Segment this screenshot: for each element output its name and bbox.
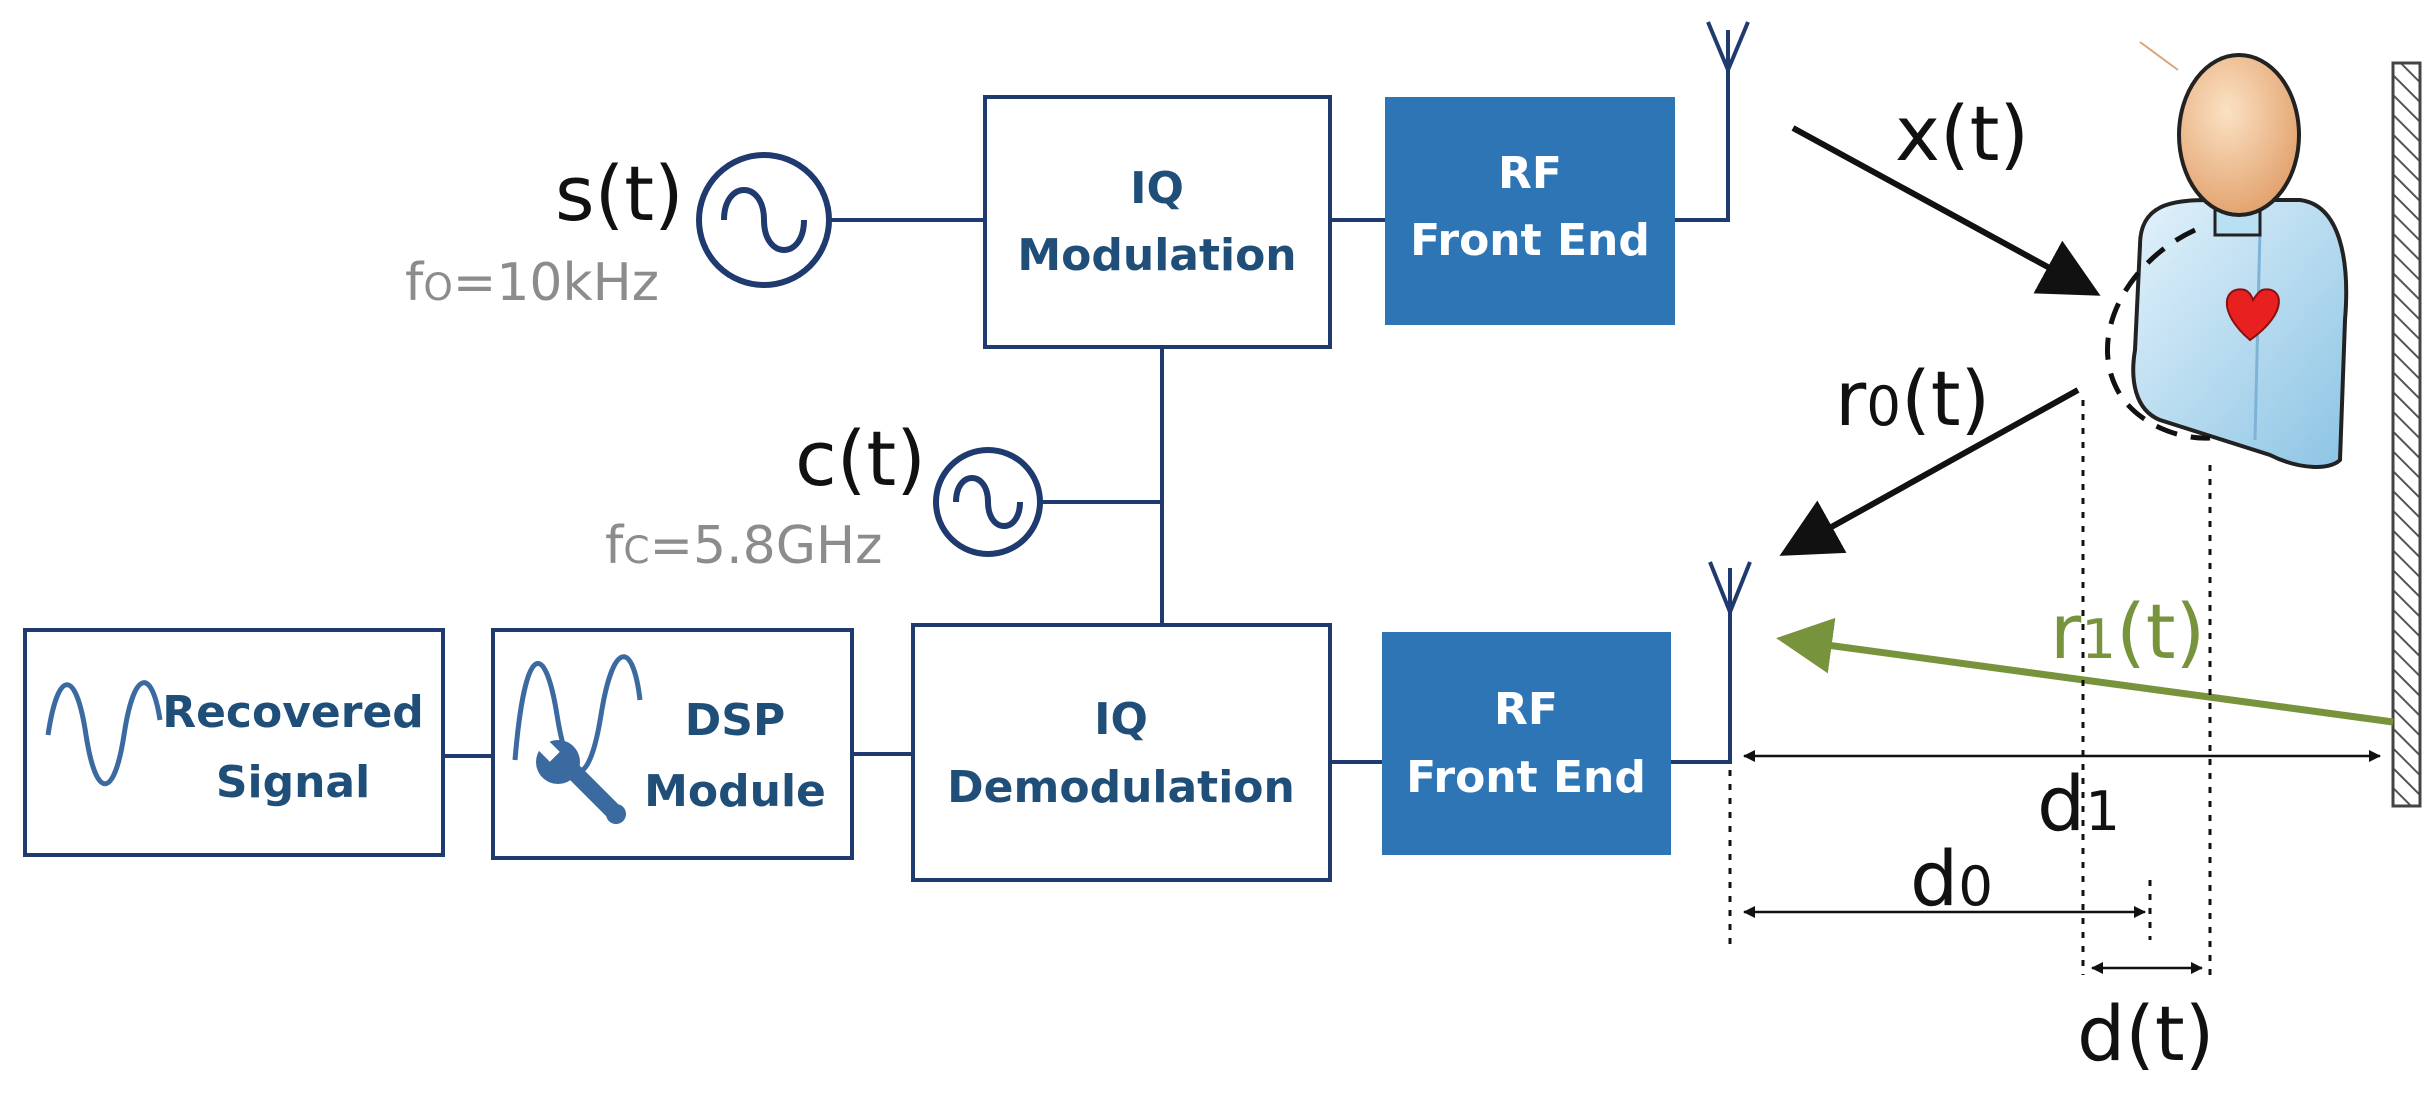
d0-label: d0 bbox=[1910, 834, 1993, 923]
dt-label: d(t) bbox=[2077, 989, 2214, 1078]
recovered-label-1: Recovered bbox=[162, 687, 424, 738]
s-frequency-label: fO=10kHz bbox=[405, 253, 659, 313]
distance-guides bbox=[1728, 400, 2212, 975]
oscillator-c-icon bbox=[933, 447, 1043, 557]
line-rf-to-rx-antenna bbox=[1671, 600, 1732, 764]
antenna-tx-icon bbox=[1706, 21, 1750, 71]
recovered-wave-icon bbox=[45, 680, 163, 786]
person-icon bbox=[2104, 41, 2349, 469]
chest-motion-contour bbox=[2104, 227, 2211, 441]
r1-signal-label: r1(t) bbox=[2050, 587, 2205, 676]
c-frequency-label: fC=5.8GHz bbox=[605, 516, 882, 576]
wall bbox=[2391, 61, 2422, 808]
rf-front-end-rx-block: RF Front End bbox=[1382, 632, 1671, 855]
iq-demod-label-2: Demodulation bbox=[947, 762, 1295, 813]
line-rf-to-tx-antenna bbox=[1675, 70, 1730, 222]
dsp-label-1: DSP bbox=[685, 695, 785, 746]
connection-lines bbox=[443, 70, 1732, 764]
dsp-module-block: DSP Module bbox=[491, 628, 854, 860]
r0-arrow bbox=[1779, 387, 2080, 556]
s-signal-label: s(t) bbox=[555, 149, 684, 238]
distance-arrows bbox=[1743, 750, 2381, 974]
rf-front-end-tx-block: RF Front End bbox=[1385, 97, 1675, 325]
rf-rx-label-2: Front End bbox=[1406, 752, 1646, 803]
r0-signal-label: r0(t) bbox=[1835, 354, 1990, 443]
x-arrow bbox=[1791, 125, 2101, 296]
antenna-rx-icon bbox=[1708, 561, 1752, 613]
recovered-label-2: Signal bbox=[216, 757, 370, 808]
dsp-label-2: Module bbox=[644, 766, 826, 817]
heart-icon bbox=[2225, 288, 2280, 342]
rf-tx-label-1: RF bbox=[1498, 148, 1562, 199]
rf-rx-label-1: RF bbox=[1494, 684, 1558, 735]
d1-label: d1 bbox=[2037, 759, 2120, 848]
iq-demodulation-block: IQ Demodulation bbox=[911, 623, 1332, 882]
iq-modulation-block: IQ Modulation bbox=[983, 95, 1332, 349]
wrench-icon bbox=[534, 736, 626, 824]
iq-mod-label-1: IQ bbox=[1130, 163, 1184, 214]
oscillator-s-icon bbox=[696, 152, 832, 288]
r1-arrow bbox=[1776, 617, 2394, 726]
iq-mod-label-2: Modulation bbox=[1017, 230, 1296, 281]
x-signal-label: x(t) bbox=[1895, 89, 2029, 178]
recovered-signal-block: Recovered Signal bbox=[23, 628, 445, 857]
iq-demod-label-1: IQ bbox=[1094, 694, 1148, 745]
rf-tx-label-2: Front End bbox=[1410, 215, 1650, 266]
c-signal-label: c(t) bbox=[795, 414, 926, 503]
